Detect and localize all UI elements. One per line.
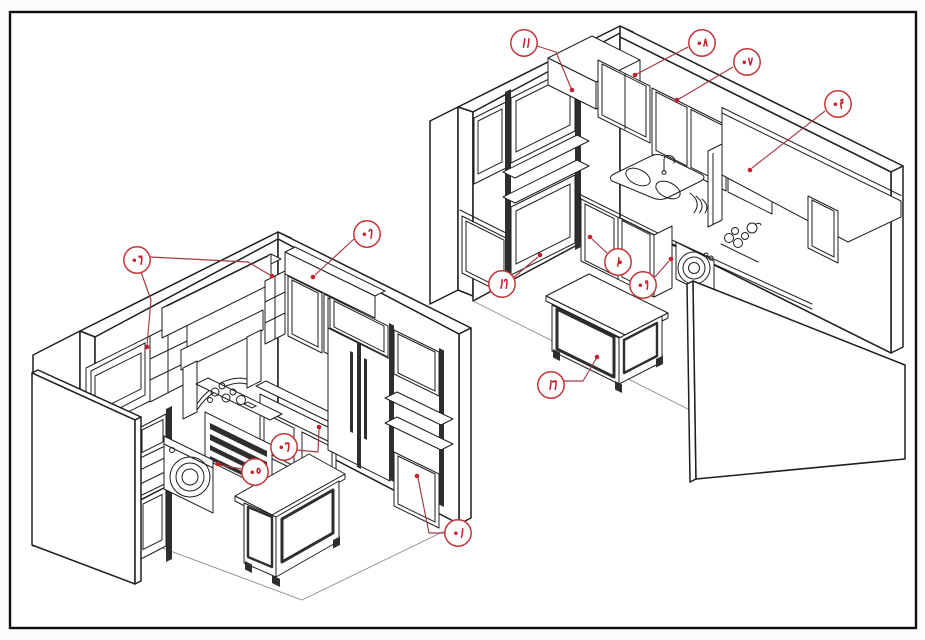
leader-line bbox=[654, 260, 670, 278]
callout-04 bbox=[123, 246, 275, 350]
wall-base-cabinet-right bbox=[807, 195, 839, 264]
leader-line bbox=[314, 238, 355, 276]
callout-03 bbox=[270, 424, 322, 461]
front-left-wall bbox=[31, 369, 142, 585]
callout-number bbox=[132, 255, 143, 265]
callout-circle bbox=[123, 246, 151, 274]
callout-circle bbox=[270, 433, 298, 461]
leader-line bbox=[591, 238, 608, 254]
callout-circle bbox=[824, 90, 852, 118]
callout-number bbox=[250, 467, 261, 474]
kitchen-view-right bbox=[429, 25, 906, 483]
callout-number bbox=[638, 280, 649, 290]
callout-05 bbox=[215, 458, 269, 486]
anchor-dot bbox=[569, 87, 575, 93]
anchor-dot bbox=[144, 344, 150, 350]
callout-circle bbox=[629, 271, 657, 299]
callout-number bbox=[362, 228, 373, 239]
callout-number bbox=[616, 256, 622, 267]
refrigerator bbox=[327, 296, 391, 482]
corner-grid-cabinet bbox=[264, 270, 286, 345]
washing-machine bbox=[163, 435, 214, 514]
anchor-dot bbox=[414, 473, 420, 479]
anchor-dot bbox=[316, 424, 322, 430]
callout-number bbox=[454, 527, 464, 539]
callout-number bbox=[500, 278, 508, 289]
countertop-box bbox=[707, 107, 902, 243]
leader-line bbox=[636, 46, 689, 75]
callout-10 bbox=[587, 234, 632, 276]
callout-number bbox=[742, 57, 753, 66]
leader-line bbox=[564, 358, 597, 382]
callout-number bbox=[549, 379, 557, 390]
callout-06 bbox=[747, 90, 852, 173]
kitchen-view-left bbox=[31, 231, 472, 601]
callouts-layer bbox=[123, 29, 852, 547]
callout-08 bbox=[632, 29, 716, 78]
wall-cabinet-corner-right bbox=[597, 59, 651, 144]
anchor-dot bbox=[632, 72, 638, 78]
anchor-dot bbox=[747, 167, 753, 173]
callout-11 bbox=[510, 29, 575, 93]
sink-base-cabinets bbox=[580, 198, 673, 298]
range-hood bbox=[180, 309, 264, 420]
callout-09 bbox=[629, 256, 674, 299]
leader-line bbox=[296, 428, 320, 453]
callout-circle bbox=[688, 29, 716, 57]
cornice-shelf-right bbox=[284, 246, 386, 319]
callout-circle bbox=[241, 458, 269, 486]
anchor-dot bbox=[674, 97, 680, 103]
tall-shelf-tower bbox=[384, 323, 454, 529]
callout-13 bbox=[537, 354, 600, 399]
callout-07 bbox=[674, 48, 761, 103]
anchor-dot bbox=[269, 273, 275, 279]
leader-line bbox=[149, 256, 271, 276]
callout-12 bbox=[488, 252, 543, 298]
leader-line bbox=[219, 464, 243, 470]
leader-line bbox=[536, 45, 572, 89]
callout-circle bbox=[353, 220, 381, 248]
callout-number bbox=[833, 98, 844, 110]
callout-number bbox=[697, 38, 708, 47]
anchor-dot bbox=[215, 461, 221, 467]
leader-line bbox=[140, 271, 152, 346]
callout-01 bbox=[414, 473, 472, 547]
callout-number bbox=[279, 442, 290, 452]
leader-line bbox=[417, 477, 445, 534]
callout-circle bbox=[444, 519, 472, 547]
leader-line bbox=[751, 110, 826, 169]
anchor-dot bbox=[537, 252, 543, 258]
anchor-dot bbox=[594, 354, 600, 360]
callout-circle bbox=[733, 48, 761, 76]
anchor-dot bbox=[587, 234, 593, 240]
kitchen-island bbox=[545, 273, 669, 393]
cooktop bbox=[195, 377, 283, 421]
floor-edge bbox=[94, 522, 460, 601]
callout-02 bbox=[310, 220, 381, 280]
leader-line bbox=[513, 256, 539, 278]
kitchen-island bbox=[234, 453, 346, 587]
anchor-dot bbox=[668, 256, 674, 262]
front-right-wall bbox=[686, 280, 906, 483]
anchor-dot bbox=[310, 274, 316, 280]
sink bbox=[609, 154, 708, 214]
callout-number bbox=[522, 37, 530, 49]
leader-line bbox=[678, 66, 734, 100]
cooktop bbox=[720, 222, 762, 263]
